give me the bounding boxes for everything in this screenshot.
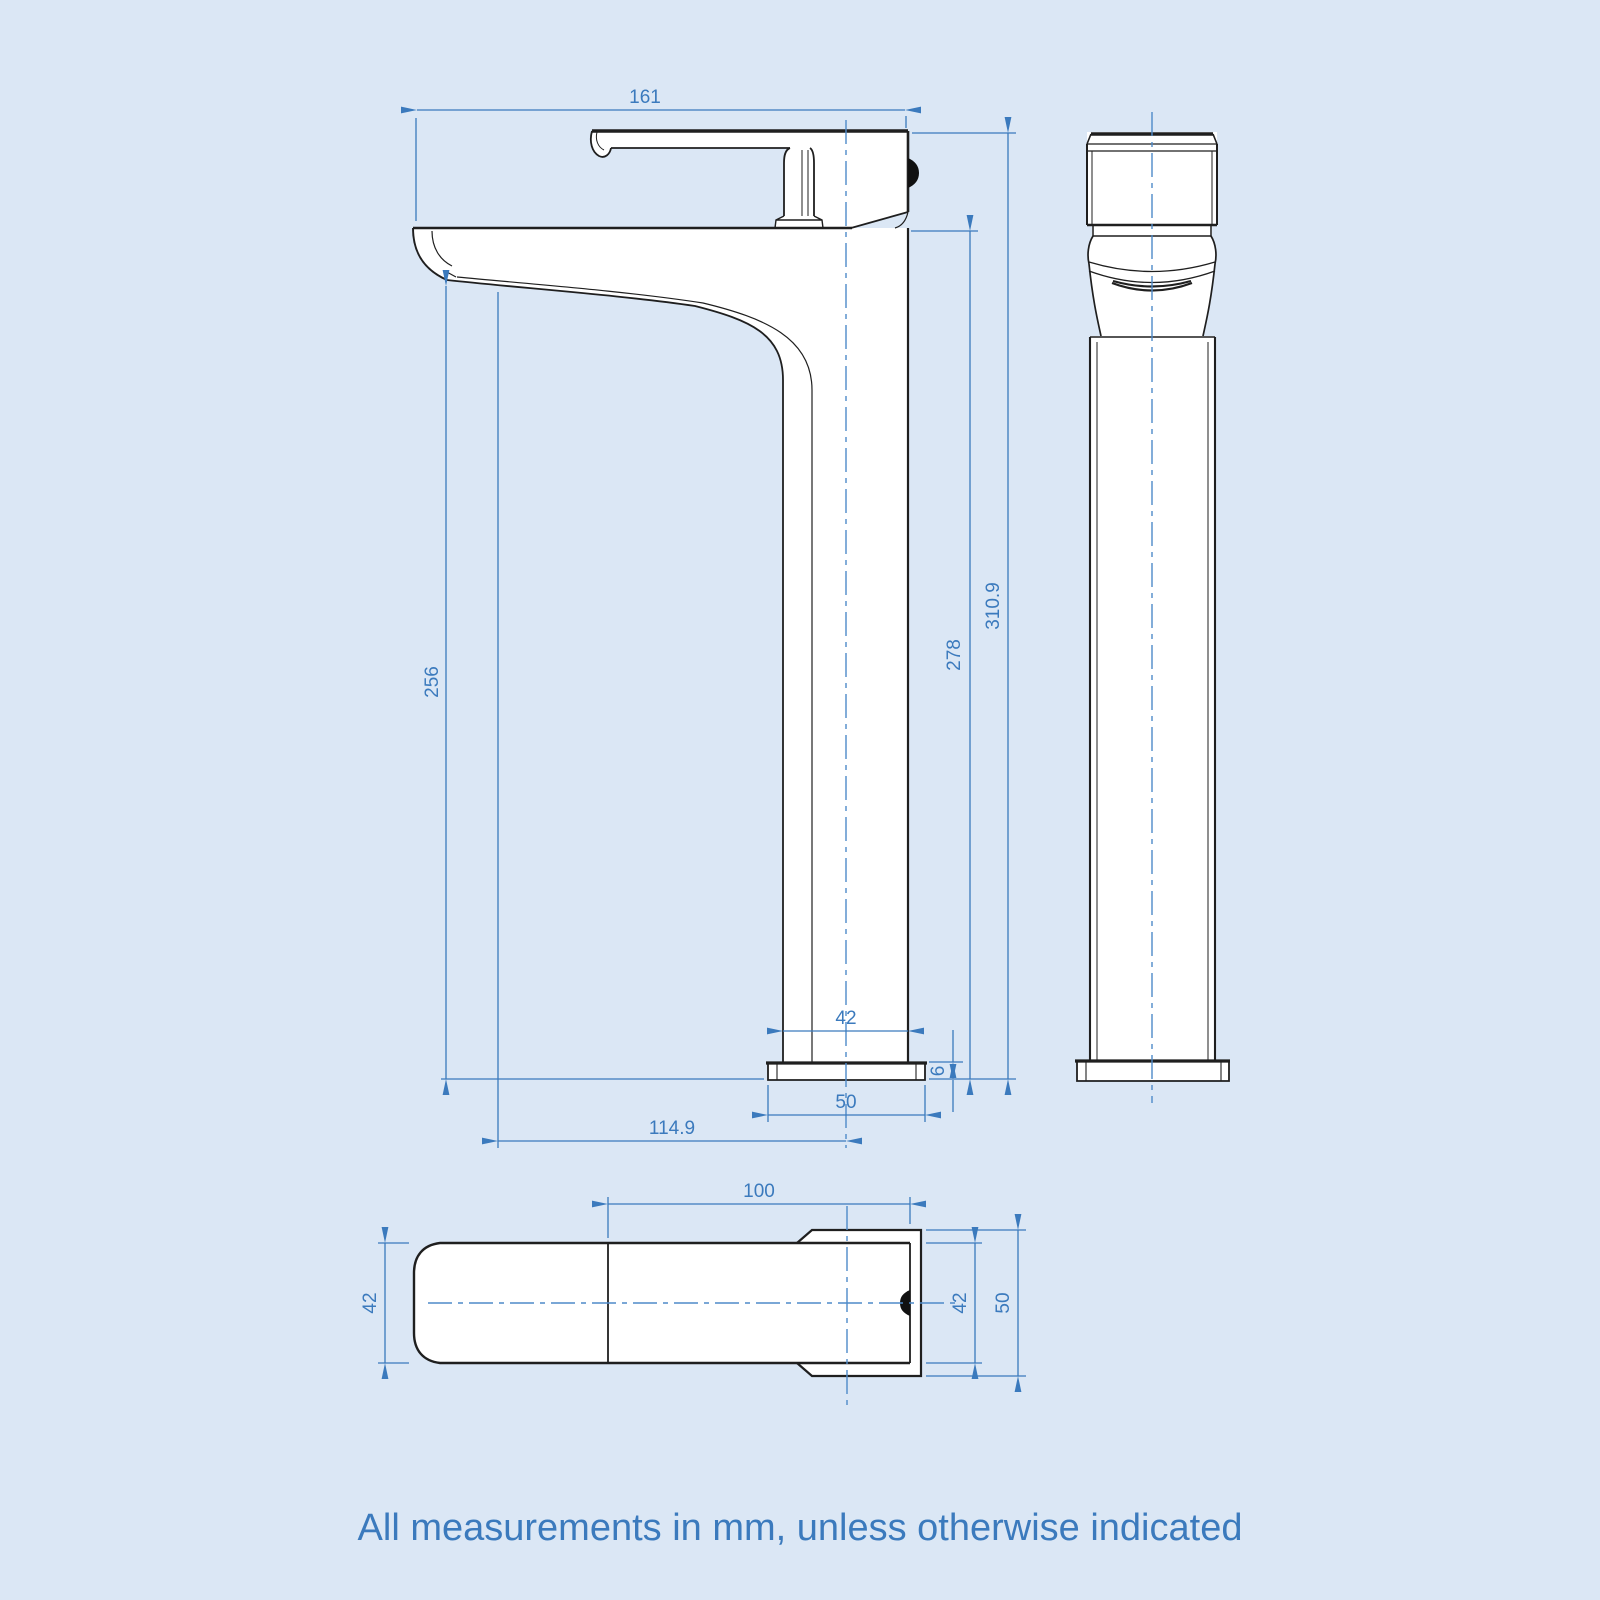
dim-label: 50	[993, 1292, 1014, 1313]
front-spout-arc-1	[1088, 261, 1216, 273]
dim-handle-width: 42	[360, 1227, 409, 1379]
post-flange	[774, 215, 824, 229]
dim-label: 161	[629, 87, 661, 108]
front-collar-fill	[1092, 225, 1212, 236]
temperature-screw	[908, 158, 919, 188]
side-head-fill	[590, 131, 908, 228]
spout-tip-face	[412, 227, 448, 281]
spout-underside-outer	[446, 279, 784, 1063]
front-shoulder-right	[1202, 235, 1217, 337]
dim-tip-to-centre: 114.9	[482, 292, 862, 1148]
dim-label: 310.9	[983, 582, 1004, 630]
side-base-end-lines	[776, 1063, 917, 1080]
spout-underside-inner	[456, 276, 813, 1063]
dim-label: 256	[422, 666, 443, 698]
dim-label: 114.9	[649, 1118, 695, 1139]
top-aerator-dot	[900, 1290, 910, 1316]
lever-tip-curl	[589, 130, 612, 158]
dim-label: 42	[950, 1292, 971, 1313]
dim-label: 50	[835, 1092, 856, 1113]
head-diagonal	[850, 211, 909, 229]
dim-label: 278	[944, 639, 965, 671]
front-column-sides	[1088, 337, 1217, 1061]
head-corner-curve	[894, 211, 909, 229]
side-body-fill	[413, 228, 925, 1080]
dim-handle-length: 100	[592, 1181, 926, 1238]
cartridge-post-inner-lines	[801, 150, 809, 216]
front-base-end-lines	[1085, 1061, 1222, 1081]
front-handle-sides	[1086, 144, 1218, 225]
top-lever-outline	[412, 1241, 910, 1365]
front-handle-sides-inner	[1091, 151, 1213, 225]
dim-top-base-width: 50	[926, 1214, 1026, 1392]
front-column-sides-inner	[1096, 342, 1209, 1061]
dim-spout-reach: 161	[401, 87, 921, 221]
caption: All measurements in mm, unless otherwise…	[358, 1507, 1243, 1549]
front-shoulder-left	[1087, 235, 1102, 337]
dim-top-body-width: 42	[926, 1227, 982, 1379]
dim-body-width: 42	[767, 1008, 924, 1035]
dim-label: 100	[743, 1181, 775, 1202]
dim-overall-height: 310.9	[912, 117, 1016, 1095]
dim-label: 42	[360, 1292, 381, 1313]
side-view	[412, 129, 927, 1081]
cartridge-post-right	[809, 147, 815, 216]
front-handle-bevels	[1086, 133, 1218, 145]
top-view	[412, 1228, 923, 1378]
dim-height-spout-top: 278	[911, 215, 978, 1095]
spout-tip-inner-curve	[431, 230, 453, 267]
top-lever-fill	[414, 1243, 910, 1363]
lever-tip-inner	[595, 131, 605, 151]
dim-base-width: 50	[752, 1085, 941, 1122]
front-base-fill	[1077, 1061, 1230, 1081]
cartridge-post-left	[783, 147, 791, 216]
dim-base-thickness: 6	[928, 1030, 963, 1112]
dim-height-underside: 256	[422, 270, 764, 1095]
front-base-plate	[1076, 1061, 1230, 1082]
dim-label: 42	[835, 1008, 856, 1029]
dim-label: 6	[928, 1066, 949, 1077]
